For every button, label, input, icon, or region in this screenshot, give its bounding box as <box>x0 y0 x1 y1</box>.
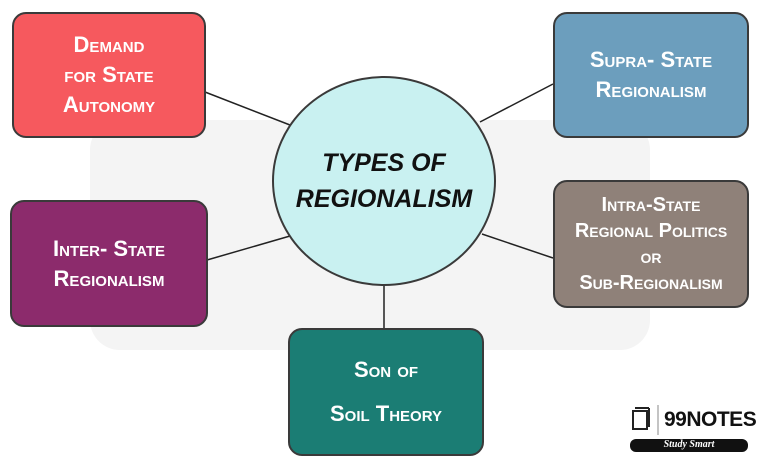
connector-inter <box>206 235 291 261</box>
center-node: TYPES OF REGIONALISM <box>272 76 496 286</box>
node-intra-state-regional-politics: Intra-State Regional Politics or Sub-Reg… <box>553 180 749 308</box>
node-text: Intra-State <box>601 194 701 216</box>
node-text: Sub-Regionalism <box>579 272 723 294</box>
center-title-line: REGIONALISM <box>295 185 473 213</box>
node-text: Supra- State <box>589 47 713 72</box>
node-text: Regionalism <box>595 77 707 102</box>
node-text: or <box>640 246 662 268</box>
connector-supra <box>479 83 554 123</box>
node-text: Son of <box>353 357 419 382</box>
node-text: Soil Theory <box>329 401 442 426</box>
node-text: Regional Politics <box>574 220 728 242</box>
connector-demand <box>204 91 291 126</box>
center-title-line: TYPES OF <box>322 149 446 177</box>
node-text: Inter- State <box>53 235 165 261</box>
logo-tagline: Study Smart <box>663 439 715 450</box>
book-icon <box>630 405 748 452</box>
node-text: Autonomy <box>62 92 156 117</box>
logo-name: 99NOTES <box>664 408 757 431</box>
node-demand-for-state-autonomy: Demand for State Autonomy <box>12 12 206 138</box>
node-text: Demand <box>73 32 145 57</box>
node-supra-state-regionalism: Supra- State Regionalism <box>553 12 749 138</box>
connector-intra <box>481 233 554 259</box>
node-text: Regionalism <box>53 265 165 291</box>
node-inter-state-regionalism: Inter- State Regionalism <box>10 200 208 327</box>
logo-99notes: 99NOTES Study Smart <box>628 403 757 455</box>
node-text: for State <box>64 62 154 87</box>
node-son-of-soil-theory: Son of Soil Theory <box>288 328 484 456</box>
